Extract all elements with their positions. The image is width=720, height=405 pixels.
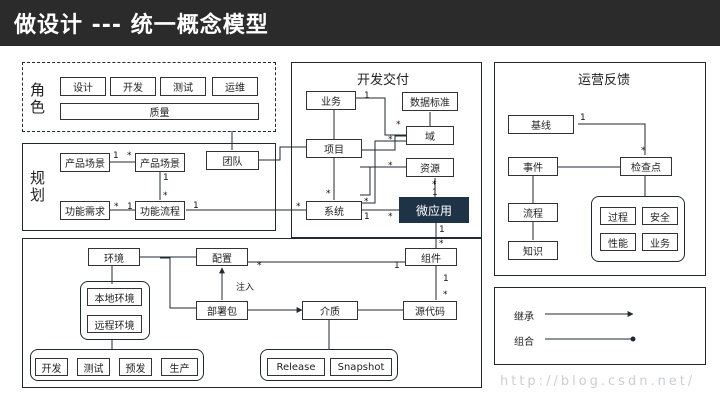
feature-flow-box: 功能流程 xyxy=(135,201,185,220)
role-dev: 开发 xyxy=(110,77,156,96)
team-box: 团队 xyxy=(206,151,259,170)
env-stage-prod: 生产 xyxy=(161,358,198,376)
mult-marker: * xyxy=(364,197,369,207)
mult-marker: 1 xyxy=(432,188,438,198)
runtime-region xyxy=(22,238,482,388)
product-scene-box-b: 产品场景 xyxy=(135,153,185,172)
plan-region xyxy=(22,143,276,231)
roles-region xyxy=(22,62,276,132)
mult-marker: * xyxy=(388,161,393,171)
mult-marker: 1 xyxy=(113,151,119,161)
medium-box: 介质 xyxy=(302,301,358,320)
check-type-performance: 性能 xyxy=(600,233,636,251)
mult-marker: 1 xyxy=(127,202,133,212)
legend-inherit-label: 继承 xyxy=(514,312,534,323)
mult-marker: * xyxy=(296,202,301,212)
mult-marker: 1 xyxy=(364,212,370,222)
data-standard-box: 数据标准 xyxy=(402,92,458,111)
check-type-business: 业务 xyxy=(642,233,678,251)
mult-marker: * xyxy=(163,191,168,201)
mult-marker: * xyxy=(257,261,262,271)
media-release: Release xyxy=(267,358,325,376)
role-design: 设计 xyxy=(60,77,106,96)
component-box: 组件 xyxy=(405,248,457,266)
env-stage-dev: 开发 xyxy=(35,358,68,376)
legend-region xyxy=(494,287,706,365)
flow-box: 流程 xyxy=(508,203,558,222)
title-bar: 做设计 --- 统一概念模型 xyxy=(0,0,720,46)
mult-marker: * xyxy=(114,202,119,212)
mult-marker: * xyxy=(127,151,132,161)
mult-marker: 1 xyxy=(364,91,370,101)
plan-title: 规划 xyxy=(28,170,46,204)
env-subtypes-group xyxy=(80,281,150,340)
product-scene-box-a: 产品场景 xyxy=(60,153,110,172)
legend-compose-label: 组合 xyxy=(514,337,534,348)
delivery-region xyxy=(291,62,482,238)
inject-label: 注入 xyxy=(236,283,255,293)
mult-marker: * xyxy=(443,290,448,300)
mult-marker: 1 xyxy=(580,113,586,123)
mult-marker: 1 xyxy=(193,201,199,211)
local-env-box: 本地环境 xyxy=(87,288,142,306)
env-box: 环境 xyxy=(88,248,140,266)
roles-title: 角色 xyxy=(28,82,46,116)
domain-box: 域 xyxy=(406,126,454,145)
mult-marker: * xyxy=(326,189,331,199)
media-types-group xyxy=(260,349,398,381)
feature-req-box: 功能需求 xyxy=(60,201,110,220)
resource-box: 资源 xyxy=(406,158,454,177)
mult-marker: * xyxy=(396,120,401,130)
env-stages-group xyxy=(30,349,204,381)
business-box: 业务 xyxy=(306,91,356,110)
mult-marker: 1 xyxy=(394,261,400,271)
checkpoint-box: 检查点 xyxy=(620,157,672,176)
page-title: 做设计 --- 统一概念模型 xyxy=(14,13,269,38)
mult-marker: * xyxy=(388,135,393,145)
mult-marker: 1 xyxy=(439,225,445,235)
mult-marker: * xyxy=(388,212,393,222)
quality-bar: 质量 xyxy=(60,103,259,120)
baseline-box: 基线 xyxy=(508,115,574,134)
env-stage-test: 测试 xyxy=(77,358,110,376)
role-test: 测试 xyxy=(160,77,206,96)
mult-marker: * xyxy=(432,180,437,190)
ops-region xyxy=(494,62,706,276)
check-types-group xyxy=(591,196,685,262)
micro-app-box: 微应用 xyxy=(399,197,469,223)
mult-marker: * xyxy=(439,239,444,249)
media-snapshot: Snapshot xyxy=(330,358,392,376)
check-type-process: 过程 xyxy=(600,207,636,225)
config-box: 配置 xyxy=(196,248,248,266)
mult-marker: 1 xyxy=(163,173,169,183)
system-box: 系统 xyxy=(306,201,362,220)
remote-env-box: 远程环境 xyxy=(87,315,142,333)
deploy-pkg-box: 部署包 xyxy=(196,301,248,320)
mult-marker: 1 xyxy=(443,274,449,284)
delivery-title: 开发交付 xyxy=(357,73,410,88)
project-box: 项目 xyxy=(306,139,362,158)
role-ops: 运维 xyxy=(212,77,258,96)
source-code-box: 源代码 xyxy=(403,301,457,320)
env-stage-pre: 预发 xyxy=(119,358,152,376)
watermark: http://blog.csdn.net/ xyxy=(500,374,696,389)
mult-marker: * xyxy=(641,146,646,156)
knowledge-box: 知识 xyxy=(508,241,558,260)
check-type-security: 安全 xyxy=(642,207,678,225)
ops-title: 运营反馈 xyxy=(578,73,631,88)
event-box: 事件 xyxy=(508,157,558,176)
